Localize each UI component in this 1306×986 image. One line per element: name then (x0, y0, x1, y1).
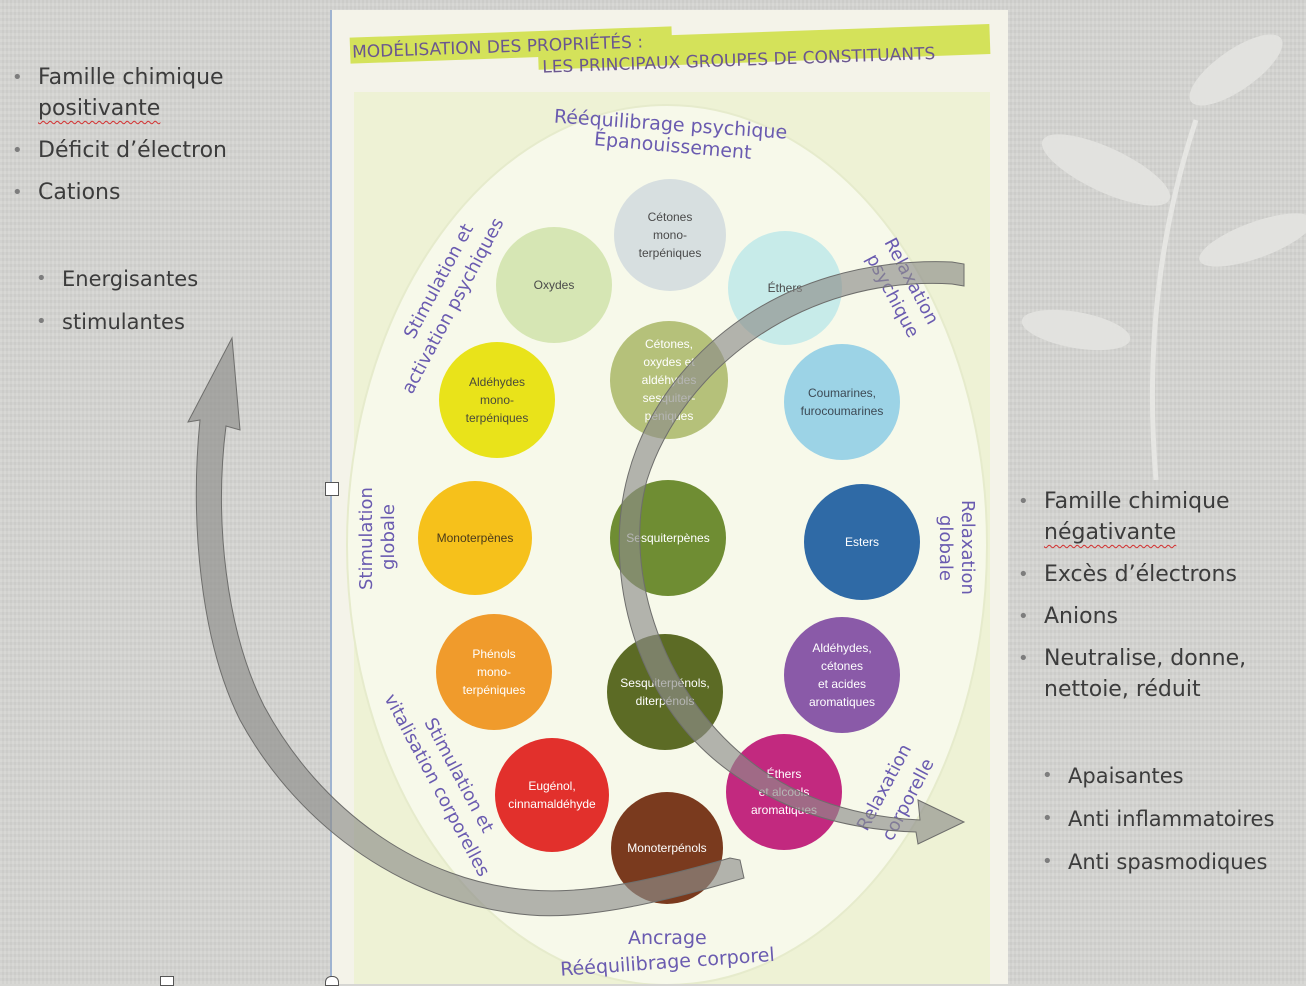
left-sub-bullet: stimulantes (36, 307, 316, 337)
left-bullet-text: Cations (38, 180, 121, 205)
right-bullet-famille: Famille chimique négativante (1018, 486, 1303, 548)
circle-label-ethers-alcools: Éthers (767, 766, 802, 781)
circle-label-monoterpenols: Monoterpénols (627, 841, 706, 855)
circle-label-esters: Esters (845, 535, 879, 549)
left-sub-bullet-list: Energisantes stimulantes (36, 264, 316, 350)
circle-aldehydes-cetones-acides (784, 617, 900, 733)
right-bullet-text: Neutralise, donne, (1044, 646, 1247, 671)
right-sub-bullet: Apaisantes (1042, 761, 1302, 791)
ring-label-right-2: globale (935, 515, 956, 581)
circle-label-aldehydes-cetones-acides: et acides (818, 677, 866, 691)
right-bullet-text: Famille chimique (1044, 489, 1230, 514)
circle-label-aldehydes-cetones-acides: aromatiques (809, 695, 875, 709)
circle-label-cetones-oxydes-sesqui: Cétones, (645, 337, 693, 351)
left-sub-bullet-text: stimulantes (62, 310, 185, 334)
right-sub-bullet-text: Apaisantes (1068, 764, 1184, 788)
circle-label-cetones-oxydes-sesqui: oxydes et (643, 355, 695, 369)
circle-eugenol (495, 738, 609, 852)
left-bullet-text: Famille chimique (38, 65, 224, 90)
circle-monoterpenes (418, 481, 532, 595)
circle-label-cetones-mono: mono- (653, 228, 687, 242)
circle-coumarines (784, 344, 900, 460)
ring-label-left-1: Stimulation (356, 487, 377, 590)
right-bullet-text: Excès d’électrons (1044, 562, 1237, 587)
circle-oxydes (496, 227, 612, 343)
circle-phenols-mono (436, 614, 552, 730)
left-bullet-text-underlined: positivante (38, 96, 161, 121)
right-bullet-exces: Excès d’électrons (1018, 559, 1303, 590)
right-sub-bullet: Anti spasmodiques (1042, 847, 1302, 877)
circle-label-aldehydes-mono: Aldéhydes (469, 375, 525, 389)
left-bullet-list: Famille chimique positivante Déficit d’é… (12, 62, 312, 219)
right-sub-bullet-list: Apaisantes Anti inflammatoires Anti spas… (1042, 761, 1302, 890)
circle-label-eugenol: Eugénol, (528, 779, 575, 793)
circle-cetones-oxydes-sesqui (610, 321, 728, 439)
circle-label-eugenol: cinnamaldéhyde (508, 797, 596, 811)
circle-label-sesquiterpenes: Sesquiterpènes (626, 531, 709, 545)
title-highlight-2 (537, 24, 991, 70)
right-bullet-text-underlined: négativante (1044, 520, 1177, 545)
left-bullet-famille: Famille chimique positivante (12, 62, 312, 124)
circle-cetones-mono (614, 179, 726, 291)
curved-arrow-right (618, 261, 966, 845)
curved-arrow-left (187, 336, 745, 917)
right-bullet-text: Anions (1044, 604, 1118, 629)
left-bullet-deficit: Déficit d’électron (12, 135, 312, 166)
circle-aldehydes-mono (439, 342, 555, 458)
right-bullet-list: Famille chimique négativante Excès d’éle… (1018, 486, 1303, 716)
circle-label-cetones-mono: Cétones (648, 210, 693, 224)
ring-label-left-2: globale (378, 504, 399, 570)
circle-label-aldehydes-mono: terpéniques (466, 411, 529, 425)
left-bullet-text: Déficit d’électron (38, 138, 227, 163)
right-bullet-neutralise: Neutralise, donne, nettoie, réduit (1018, 643, 1303, 705)
circle-label-aldehydes-cetones-acides: Aldéhydes, (812, 641, 871, 655)
resize-handle-left[interactable] (325, 482, 339, 496)
right-bullet-text: nettoie, réduit (1044, 677, 1201, 702)
right-bullet-anions: Anions (1018, 601, 1303, 632)
left-bullet-cations: Cations (12, 177, 312, 208)
circle-label-phenols-mono: Phénols (472, 647, 515, 661)
circle-label-cetones-mono: terpéniques (639, 246, 702, 260)
ring-label-right-1: Relaxation (957, 500, 978, 595)
resize-handle-bottom[interactable] (160, 976, 174, 986)
circle-esters (804, 484, 920, 600)
circle-label-aldehydes-mono: mono- (480, 393, 514, 407)
circle-label-coumarines: Coumarines, (808, 386, 876, 400)
constituents-diagram: MODÉLISATION DES PROPRIÉTÉS : LES PRINCI… (346, 24, 991, 984)
left-sub-bullet-text: Energisantes (62, 267, 199, 291)
leaf-decoration (1021, 34, 1306, 480)
right-sub-bullet-text: Anti inflammatoires (1068, 807, 1275, 831)
left-sub-bullet: Energisantes (36, 264, 316, 294)
circle-label-phenols-mono: mono- (477, 665, 511, 679)
ring-label-bottom-1: Ancrage (628, 927, 707, 949)
right-sub-bullet-text: Anti spasmodiques (1068, 850, 1268, 874)
circle-label-oxydes: Oxydes (534, 278, 575, 292)
circle-label-monoterpenes: Monoterpènes (437, 531, 514, 545)
book-page-image[interactable]: MODÉLISATION DES PROPRIÉTÉS : LES PRINCI… (330, 10, 1008, 984)
resize-handle-bottom-center[interactable] (325, 976, 339, 986)
right-sub-bullet: Anti inflammatoires (1042, 804, 1302, 834)
circle-label-aldehydes-cetones-acides: cétones (821, 659, 863, 673)
circle-label-phenols-mono: terpéniques (463, 683, 526, 697)
circle-label-coumarines: furocoumarines (801, 404, 884, 418)
